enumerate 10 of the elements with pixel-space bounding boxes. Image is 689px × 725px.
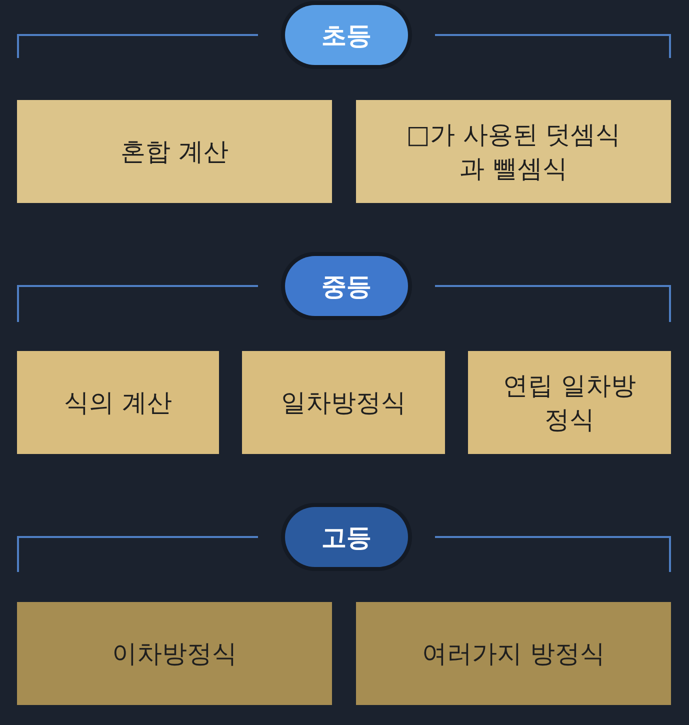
topic-box: 이차방정식 <box>17 602 332 705</box>
topic-box: 연립 일차방정식 <box>468 351 671 454</box>
level-badge: 중등 <box>285 256 408 316</box>
topic-box: 혼합 계산 <box>17 100 332 203</box>
topic-box: 일차방정식 <box>242 351 445 454</box>
topic-box: 식의 계산 <box>17 351 219 454</box>
level-badge: 초등 <box>285 5 408 65</box>
topic-box: 여러가지 방정식 <box>356 602 671 705</box>
level-badge: 고등 <box>285 507 408 567</box>
topic-box: □가 사용된 덧셈식과 뺄셈식 <box>356 100 671 203</box>
